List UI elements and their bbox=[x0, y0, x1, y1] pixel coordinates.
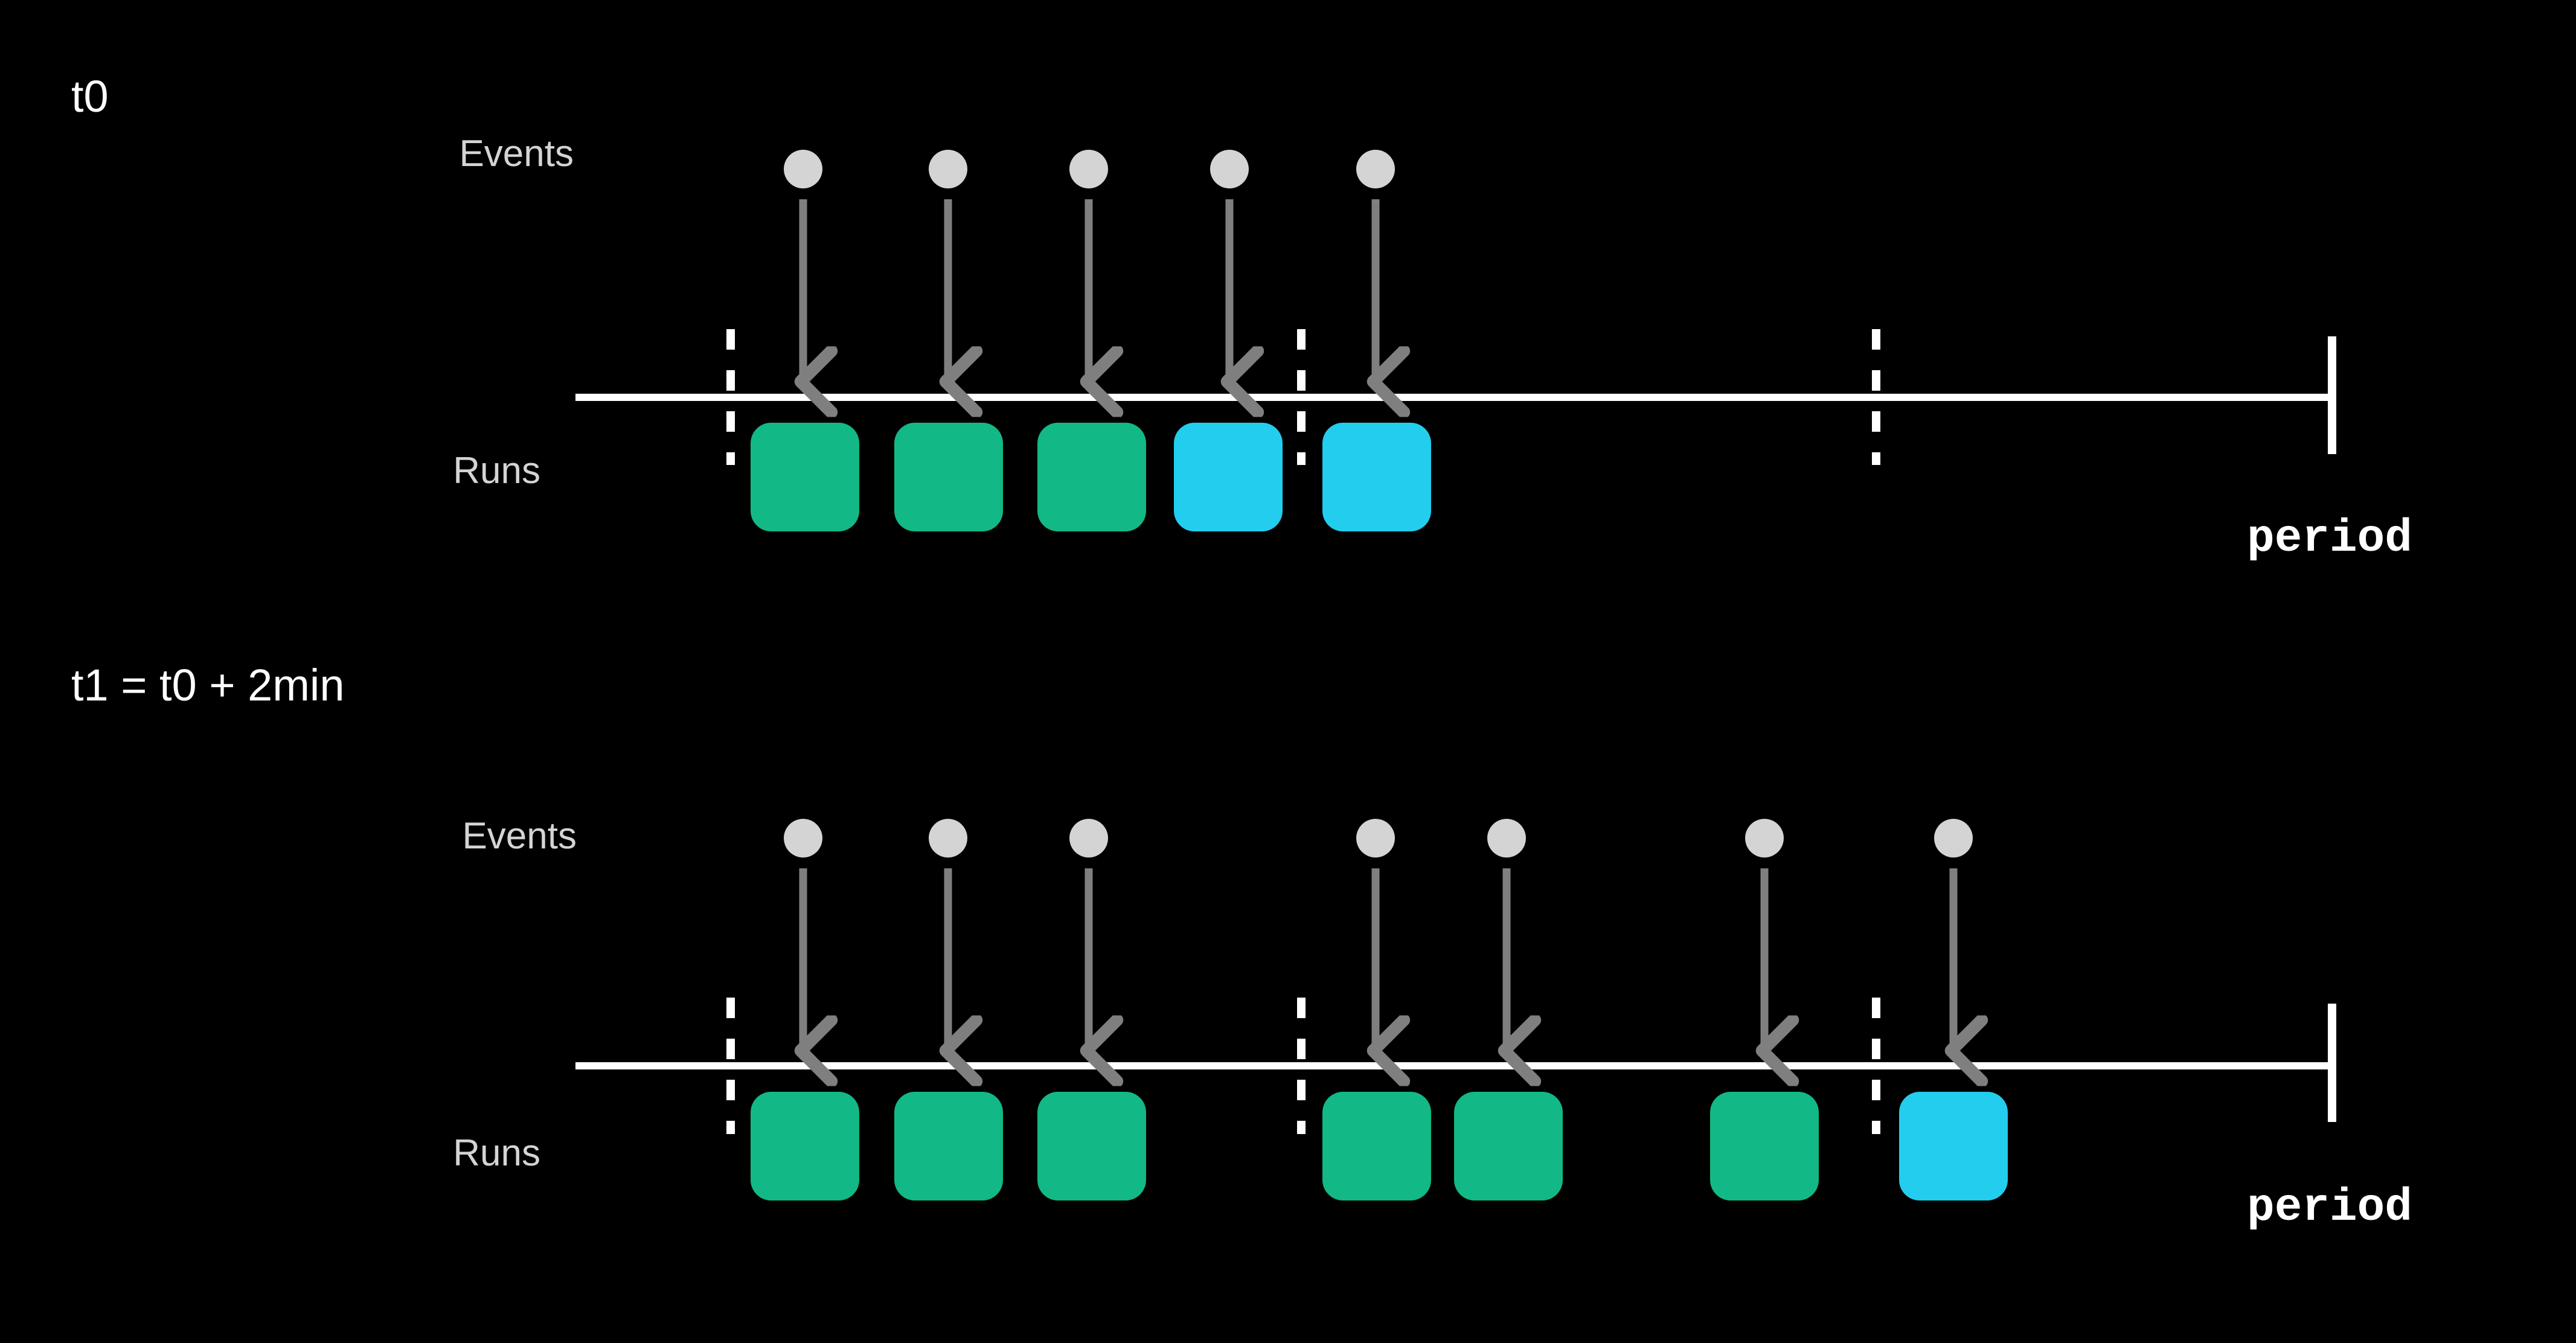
run-box[interactable] bbox=[1174, 423, 1283, 531]
event-dot bbox=[1356, 150, 1395, 188]
run-box[interactable] bbox=[1322, 423, 1431, 531]
runs-row-label: Runs bbox=[453, 1132, 540, 1174]
event-dot bbox=[1745, 819, 1784, 857]
event-dot bbox=[929, 819, 967, 857]
event-dot bbox=[1934, 819, 1973, 857]
events-row-label: Events bbox=[459, 133, 574, 175]
run-box[interactable] bbox=[1037, 423, 1146, 531]
event-dot bbox=[1487, 819, 1526, 857]
event-dot bbox=[1210, 150, 1249, 188]
run-box[interactable] bbox=[1710, 1092, 1819, 1200]
event-dot bbox=[1069, 150, 1108, 188]
events-row-label: Events bbox=[462, 815, 577, 857]
timeline-title-t1: t1 = t0 + 2min bbox=[71, 660, 345, 710]
run-box[interactable] bbox=[1454, 1092, 1563, 1200]
runs-row-label: Runs bbox=[453, 450, 540, 492]
timeline-title-t0: t0 bbox=[71, 71, 109, 121]
event-dot bbox=[1356, 819, 1395, 857]
run-box[interactable] bbox=[1899, 1092, 2008, 1200]
run-box[interactable] bbox=[751, 1092, 859, 1200]
run-box[interactable] bbox=[1322, 1092, 1431, 1200]
period-label: period bbox=[2247, 1182, 2412, 1234]
event-dot bbox=[784, 150, 822, 188]
run-box[interactable] bbox=[1037, 1092, 1146, 1200]
period-label: period bbox=[2247, 513, 2412, 565]
run-box[interactable] bbox=[894, 423, 1003, 531]
event-dot bbox=[784, 819, 822, 857]
run-box[interactable] bbox=[751, 423, 859, 531]
event-dot bbox=[1069, 819, 1108, 857]
run-box[interactable] bbox=[894, 1092, 1003, 1200]
event-dot bbox=[929, 150, 967, 188]
